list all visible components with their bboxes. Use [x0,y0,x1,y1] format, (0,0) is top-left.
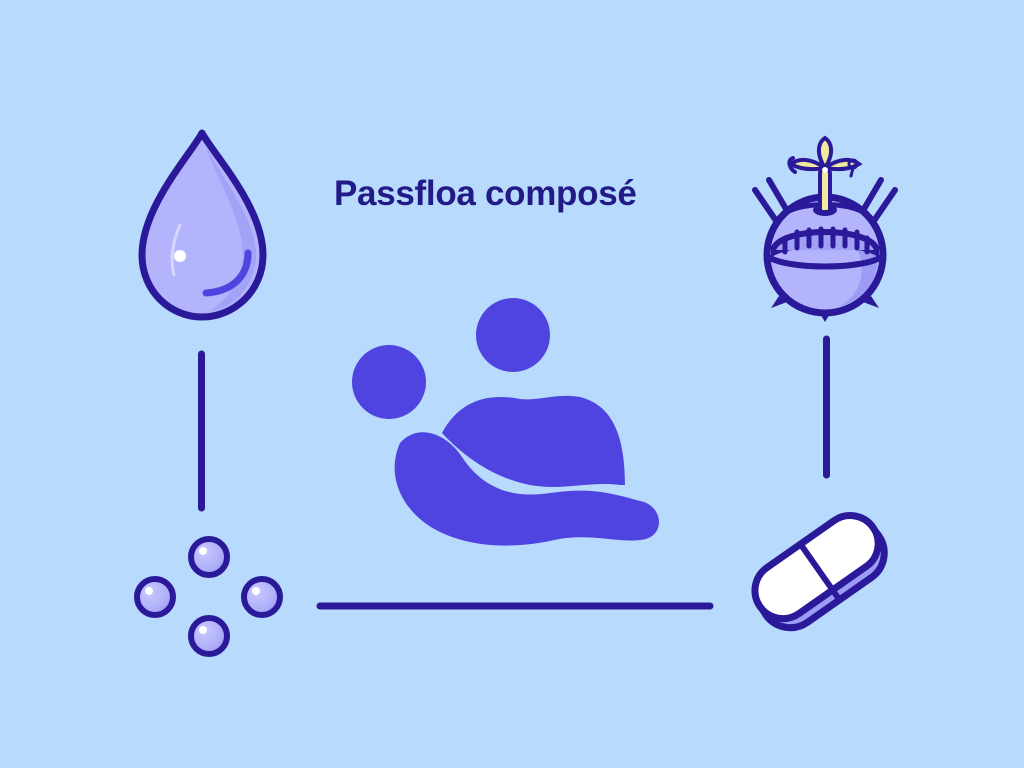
four-beads-icon [130,535,290,663]
connector-beads-to-capsule [316,601,714,611]
fountain-cauldron-icon [745,130,905,325]
water-drop-icon [130,125,275,325]
hand-holding-person-icon [350,295,670,550]
connector-fountain-to-capsule [822,335,831,479]
pill-capsule-icon [745,500,895,645]
connector-droplet-to-beads [197,350,206,512]
diagram-title: Passfloa composé [334,174,637,213]
